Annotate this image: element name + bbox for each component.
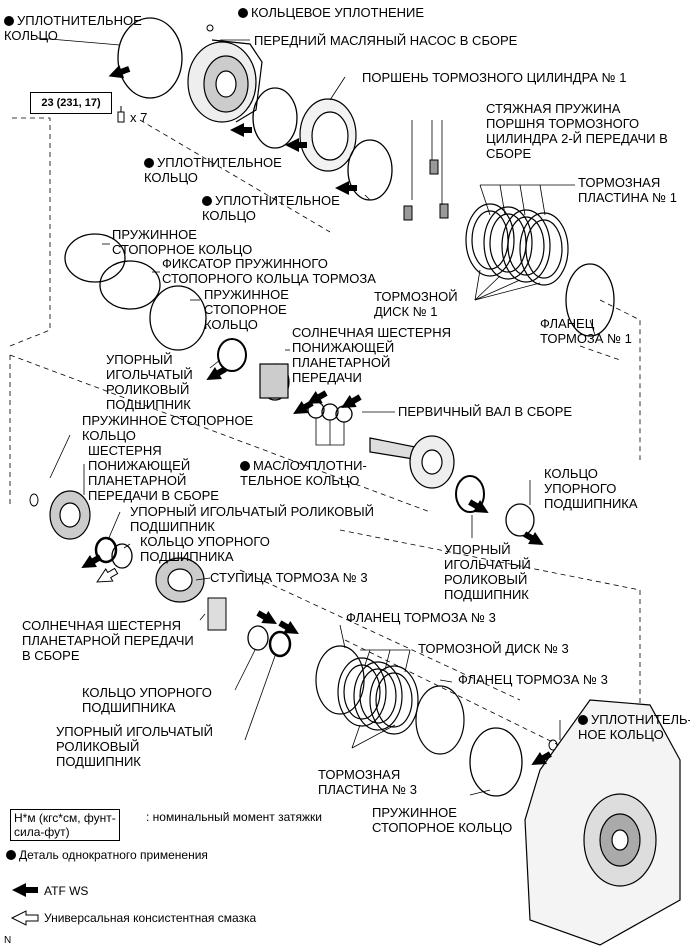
brake-flange-1 xyxy=(565,263,615,337)
label-sun-gear-planet: СОЛНЕЧНАЯ ШЕСТЕРНЯ ПЛАНЕТАРНОЙ ПЕРЕДАЧИ … xyxy=(22,618,194,663)
label-return-spring: СТЯЖНАЯ ПРУЖИНА ПОРШНЯ ТОРМОЗНОГО ЦИЛИНД… xyxy=(486,101,668,161)
label-seal-ring-mid2: УПЛОТНИТЕЛЬНОЕ КОЛЬЦО xyxy=(202,193,340,223)
bearing-race-2 xyxy=(111,543,133,569)
bearing-race-3 xyxy=(247,625,269,651)
label-bearing-race-2: КОЛЬЦО УПОРНОГО ПОДШИПНИКА xyxy=(140,534,270,564)
label-brake-flange-3b: ФЛАНЕЦ ТОРМОЗА № 3 xyxy=(458,672,608,687)
single-use-dot-icon xyxy=(6,850,16,860)
snap-ring-4 xyxy=(469,727,523,797)
label-bolt-count: x 7 xyxy=(130,110,148,125)
snap-ring-2 xyxy=(149,285,207,351)
label-needle-bearing-1: УПОРНЫЙ ИГОЛЬЧАТЫЙ РОЛИКОВЫЙ ПОДШИПНИК xyxy=(106,352,193,412)
single-use-dot-icon xyxy=(4,16,14,26)
sun-gear-under xyxy=(259,363,290,401)
label-brake-flange-3a: ФЛАНЕЦ ТОРМОЗА № 3 xyxy=(346,610,496,625)
needle-bearing-1 xyxy=(217,338,247,372)
needle-bearing-2 xyxy=(94,536,118,564)
single-use-dot-icon xyxy=(578,715,588,725)
legend-atf-arrow xyxy=(12,883,38,897)
label-sun-gear-under: СОЛНЕЧНАЯ ШЕСТЕРНЯ ПОНИЖАЮЩЕЙ ПЛАНЕТАРНО… xyxy=(292,325,451,385)
pump-bolt xyxy=(117,106,125,123)
grease-arrows xyxy=(10,567,119,926)
label-snap-ring-2: ПРУЖИННОЕ СТОПОРНОЕ КОЛЬЦО xyxy=(204,287,289,332)
brake-hub-3 xyxy=(155,557,205,603)
label-o-ring: КОЛЬЦЕВОЕ УПЛОТНЕНИЕ xyxy=(238,5,424,20)
legend-atf: ATF WS xyxy=(44,884,89,898)
label-brake-flange-1: ФЛАНЕЦ ТОРМОЗА № 1 xyxy=(540,316,632,346)
label-brake-plate-3: ТОРМОЗНАЯ ПЛАСТИНА № 3 xyxy=(318,767,417,797)
brake-pack-1 xyxy=(465,203,569,286)
legend-grease-arrow xyxy=(10,910,39,926)
brake-piston xyxy=(299,98,357,172)
label-bearing-race-3: КОЛЬЦО УПОРНОГО ПОДШИПНИКА xyxy=(82,685,212,715)
label-snap-retainer: ФИКСАТОР ПРУЖИННОГО СТОПОРНОГО КОЛЬЦА ТО… xyxy=(162,256,376,286)
footer-mark: N xyxy=(4,935,12,946)
label-needle-bearing-2: УПОРНЫЙ ИГОЛЬЧАТЫЙ РОЛИКОВЫЙ ПОДШИПНИК xyxy=(130,504,374,534)
needle-bearing-3 xyxy=(455,475,485,513)
label-brake-hub-3: СТУПИЦА ТОРМОЗА № 3 xyxy=(210,570,368,585)
label-snap-ring-3: ПРУЖИННОЕ СТОПОРНОЕ КОЛЬЦО xyxy=(82,413,254,443)
transaxle-case xyxy=(524,699,681,946)
label-front-pump: ПЕРЕДНИЙ МАСЛЯНЫЙ НАСОС В СБОРЕ xyxy=(254,33,518,48)
sun-gear-planet xyxy=(207,597,227,631)
label-brake-disc-1: ТОРМОЗНОЙ ДИСК № 1 xyxy=(374,289,458,319)
torque-spec-box: 23 (231, 17) xyxy=(30,92,112,114)
seal-ring-case xyxy=(548,739,558,751)
o-ring xyxy=(206,24,214,32)
label-snap-ring-4: ПРУЖИННОЕ СТОПОРНОЕ КОЛЬЦО xyxy=(372,805,513,835)
label-seal-ring-case: УПЛОТНИТЕЛЬ- НОЕ КОЛЬЦО xyxy=(578,712,690,742)
single-use-dot-icon xyxy=(238,8,248,18)
label-seal-ring-top: УПЛОТНИТЕЛЬНОЕ КОЛЬЦО xyxy=(4,13,142,43)
label-brake-disc-3: ТОРМОЗНОЙ ДИСК № 3 xyxy=(418,641,569,656)
snap-retainer xyxy=(99,260,161,310)
label-under-gear-assy: ШЕСТЕРНЯ ПОНИЖАЮЩЕЙ ПЛАНЕТАРНОЙ ПЕРЕДАЧИ… xyxy=(88,443,219,503)
label-needle-bearing-3: УПОРНЫЙ ИГОЛЬЧАТЫЙ РОЛИКОВЫЙ ПОДШИПНИК xyxy=(444,542,531,602)
legend-torque-text: : номинальный момент затяжки xyxy=(146,810,322,824)
snap-ring-3 xyxy=(29,493,39,507)
label-brake-plate-1: ТОРМОЗНАЯ ПЛАСТИНА № 1 xyxy=(578,175,677,205)
single-use-dot-icon xyxy=(202,196,212,206)
leader-lines xyxy=(37,37,596,796)
seal-ring-2 xyxy=(252,87,298,149)
atf-arrows xyxy=(12,65,552,897)
snap-ring-1 xyxy=(64,233,126,283)
label-needle-bearing-4: УПОРНЫЙ ИГОЛЬЧАТЫЙ РОЛИКОВЫЙ ПОДШИПНИК xyxy=(56,724,214,769)
single-use-dot-icon xyxy=(144,158,154,168)
label-brake-piston: ПОРШЕНЬ ТОРМОЗНОГО ЦИЛИНДРА № 1 xyxy=(362,70,627,85)
return-spring xyxy=(403,159,449,221)
needle-bearing-4 xyxy=(268,630,292,658)
single-use-dot-icon xyxy=(240,461,250,471)
label-bearing-race-1: КОЛЬЦО УПОРНОГО ПОДШИПНИКА xyxy=(544,466,638,511)
legend-torque-box: Н*м (кгс*см, фунт- сила-фут) xyxy=(10,809,120,841)
bearing-race-1 xyxy=(505,503,535,537)
input-shaft xyxy=(369,435,455,489)
legend-grease: Универсальная консистентная смазка xyxy=(44,911,257,925)
label-input-shaft: ПЕРВИЧНЫЙ ВАЛ В СБОРЕ xyxy=(398,404,573,419)
front-pump xyxy=(187,39,263,123)
label-snap-ring-1: ПРУЖИННОЕ СТОПОРНОЕ КОЛЬЦО xyxy=(112,227,253,257)
legend-single-use: Деталь однократного применения xyxy=(6,848,208,862)
brake-pack-3 xyxy=(315,645,465,755)
under-gear-assy xyxy=(49,490,91,540)
label-seal-ring-mid1: УПЛОТНИТЕЛЬНОЕ КОЛЬЦО xyxy=(144,155,282,185)
seal-ring-top xyxy=(117,17,183,99)
label-oil-seal-rings: МАСЛОУПЛОТНИ- ТЕЛЬНОЕ КОЛЬЦО xyxy=(240,458,367,488)
